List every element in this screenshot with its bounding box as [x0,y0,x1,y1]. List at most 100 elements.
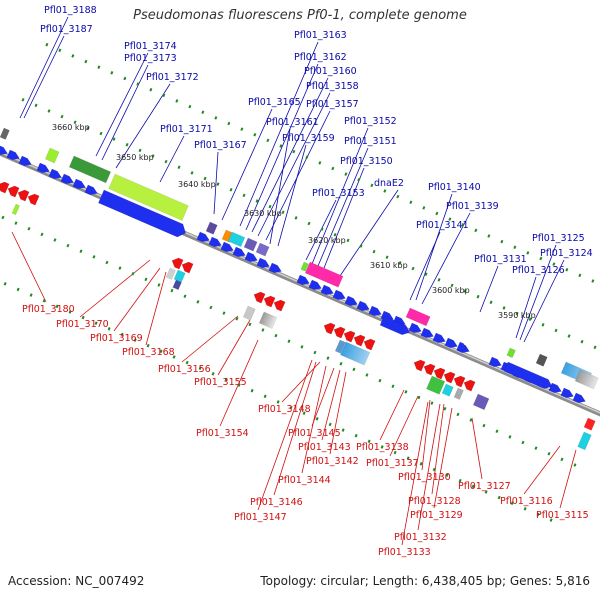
forward-gene-label: Pfl01_3160 [304,66,357,77]
guide-dot [92,255,96,259]
leader-line [219,339,259,427]
forward-gene-arrow [84,184,98,195]
reverse-gene-label: Pfl01_3138 [356,442,409,453]
leader-line [421,399,431,471]
forward-gene-arrow [379,315,410,335]
guide-dot [107,327,111,331]
guide-dot [125,143,129,147]
forward-gene-label: Pfl01_3173 [124,53,177,64]
forward-gene-label: Pfl01_3174 [124,41,177,52]
scale-tick-label: 3650 kbp [116,153,154,162]
reverse-gene-label: Pfl01_3145 [288,428,341,439]
reverse-gene-arrow [17,189,30,202]
guide-dot [567,334,571,338]
forward-gene-arrow [572,392,586,403]
reverse-gene-arrow [443,371,456,384]
reverse-gene-label: Pfl01_3115 [536,510,589,521]
reverse-gene-label: Pfl01_3146 [250,497,303,508]
guide-dot [66,243,70,248]
forward-gene-arrow [6,149,20,160]
guide-dot [339,361,343,366]
leader-line [277,144,307,247]
leader-line [523,259,565,343]
forward-gene-label: Pfl01_3139 [446,201,499,212]
guide-dot [456,412,460,417]
forward-gene-label: Pfl01_3162 [294,52,347,63]
guide-dot [99,131,103,136]
leader-line [323,167,365,269]
reverse-gene-arrow [343,330,356,343]
guide-dot [281,210,285,215]
guide-dot [391,384,395,389]
leader-line [113,267,161,332]
guide-dot [508,435,512,439]
leader-line [329,371,347,455]
leader-line [379,389,405,441]
gene-block [242,305,256,321]
leader-line [19,16,69,119]
guide-dot [14,221,18,225]
reverse-gene-label: Pfl01_3148 [258,404,311,415]
gene-block [334,339,346,354]
forward-gene-arrow [208,236,222,247]
guide-dot [458,478,462,483]
guide-dot [510,501,514,505]
guide-dot [469,418,473,422]
gene-block [426,375,446,395]
scale-tick-label: 3590 kbp [498,311,536,320]
guide-dot [188,104,192,109]
guide-dot [593,345,597,350]
reverse-gene-arrow [7,185,20,198]
guide-dot [253,132,257,137]
forward-gene-label: Pfl01_3141 [416,220,469,231]
guide-dot [112,137,116,141]
map-title: Pseudomonas fluorescens Pf0-1, complete … [133,8,467,23]
guide-dot [237,383,241,387]
guide-dot [27,226,31,231]
forward-gene-label: Pfl01_3172 [146,72,199,83]
reverse-gene-label: Pfl01_3127 [458,481,511,492]
guide-dot [268,204,272,209]
leader-line [339,189,399,277]
guide-dot [55,304,59,309]
leader-line [431,403,445,495]
guide-dot [97,65,101,69]
forward-gene-arrow [344,295,358,306]
leader-line [311,127,369,265]
forward-gene-arrow [0,144,8,155]
guide-dot [68,310,72,314]
reverse-gene-arrow [27,193,40,206]
reverse-gene-arrow [453,375,466,388]
guide-dot [185,360,189,365]
guide-dot [331,166,335,171]
guide-dot [300,345,304,349]
gene-block [205,221,218,235]
forward-gene-arrow [256,257,270,268]
accession-text: Accession: NC_007492 [8,574,145,588]
gene-block [472,393,490,411]
guide-dot [21,97,25,102]
guide-dot [547,451,551,456]
leader-line [515,276,537,339]
forward-gene-label: Pfl01_3151 [344,136,397,147]
leader-line [479,265,499,313]
leader-line [311,367,335,427]
reverse-gene-label: Pfl01_3169 [90,333,143,344]
forward-gene-label: dnaE2 [374,178,404,189]
guide-dot [120,332,124,337]
gene-block [227,231,246,248]
guide-dot [484,490,488,494]
guide-dot [539,256,543,261]
guide-dot [183,294,187,299]
guide-dot [344,172,348,176]
leader-line [257,92,331,237]
guide-dot [565,267,569,272]
reverse-gene-arrow [181,261,194,274]
guide-dot [1,215,5,220]
reverse-gene-arrow [433,367,446,380]
guide-dot [341,428,345,432]
gene-block [255,242,270,257]
guide-dot [34,103,38,108]
guide-dot [432,467,436,472]
